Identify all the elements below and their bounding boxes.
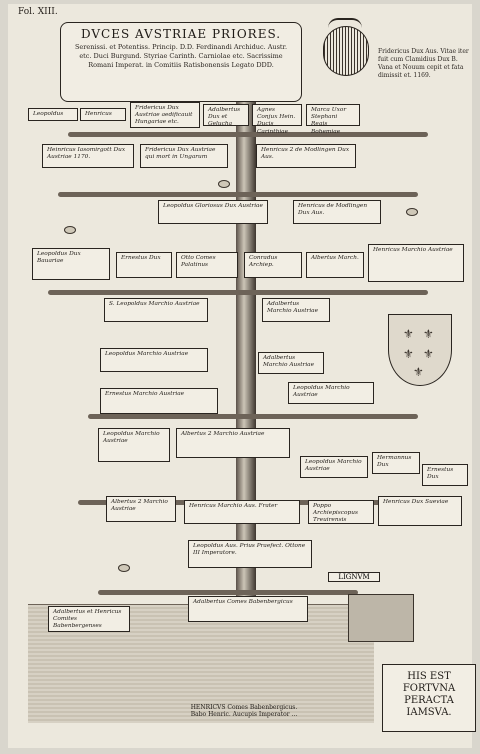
genealogy-card: Agnes Conjux Hein. Ducis Carinthiae	[252, 104, 302, 135]
lignum-label: LIGNVM	[328, 572, 380, 582]
genealogy-card: Leopoldus Marchio Austriae	[288, 382, 374, 404]
genealogy-card: Henricus 2 de Modlingen Dux Aus.	[256, 144, 356, 168]
genealogy-card: Leopoldus	[28, 108, 78, 122]
leaf	[218, 180, 230, 188]
finis-cartouche: HIS EST FORTVNA PERACTA IAMSVA.	[382, 664, 476, 732]
genealogy-card: Adalbertus et Henricus Comites Babenberg…	[48, 606, 130, 632]
genealogy-card: Ernestus Dux	[422, 464, 468, 486]
side-note: Fridericus Dux Aus. Vitae iter fuit cum …	[378, 48, 469, 79]
genealogy-card: Henricus de Modlingen Dux Aus.	[293, 200, 381, 224]
genealogy-card: Conradus Archiep.	[244, 252, 302, 278]
austria-crest-icon	[323, 26, 369, 76]
leaf	[406, 208, 418, 216]
genealogy-card: Otto Comes Palatinus	[176, 252, 238, 278]
genealogy-card: Ernestus Marchio Austriae	[100, 388, 218, 414]
engraving-sheet: Fol. XIII. DVCES AVSTRIAE PRIORES. Seren…	[8, 4, 476, 748]
branch	[58, 192, 418, 197]
genealogy-card: Fridericus Dux Austriae qui mort in Unga…	[140, 144, 228, 168]
leaf	[118, 564, 130, 572]
fleur-de-lis-shield-icon: ⚜ ⚜ ⚜ ⚜ ⚜	[388, 314, 452, 386]
genealogy-card: Adalbertus Marchio Austriae	[262, 298, 330, 322]
finis-line: FORTVNA	[402, 683, 456, 694]
finis-line: PERACTA	[404, 695, 454, 706]
subtitle: Serenissi. et Potentiss. Princip. D.D. F…	[74, 43, 288, 69]
genealogy-card: Hermannus Dux	[372, 452, 420, 474]
genealogy-card: Leopoldus Dux Bauariae	[32, 248, 110, 280]
genealogy-card: Henricus Dux Sueviae	[378, 496, 462, 526]
finis-line: IAMSVA.	[406, 707, 452, 718]
genealogy-card: Leopoldus Marchio Austriae	[300, 456, 368, 478]
genealogy-card: Fridericus Dux Austriae aedificauit Hung…	[130, 102, 200, 128]
genealogy-card: Leopoldus Marchio Austriae	[98, 428, 170, 462]
leaf	[64, 226, 76, 234]
finis-line: HIS EST	[407, 671, 451, 682]
branch	[48, 290, 428, 295]
branch	[68, 132, 428, 137]
branch	[88, 414, 418, 419]
genealogy-card: Marca Uxor Stephani Regis Bohemiae	[306, 104, 360, 135]
title: DVCES AVSTRIAE PRIORES.	[80, 27, 282, 41]
genealogy-card: Albertus 2 Marchio Austriae	[176, 428, 290, 458]
title-banner: DVCES AVSTRIAE PRIORES. Serenissi. et Po…	[60, 22, 302, 102]
genealogy-card: Leopoldus Gloriosus Dux Austriae	[158, 200, 268, 224]
castle-icon	[348, 594, 414, 642]
trunk-base-label: HENRICVS Comes Babenbergicus. Babo Henri…	[190, 704, 298, 718]
genealogy-card: S. Leopoldus Marchio Austriae	[104, 298, 208, 322]
genealogy-card: Albertus 2 Marchio Austriae	[106, 496, 176, 522]
genealogy-card: Heinricus Iasomirgott Dux Austriae 1170.	[42, 144, 134, 168]
genealogy-card: Henricus Marchio Austriae	[368, 244, 464, 282]
genealogy-card: Poppo Archiepiscopus Treuirensis	[308, 500, 374, 524]
genealogy-card: Henricus	[80, 108, 126, 122]
genealogy-card: Leopoldus Aus. Prius Praefect. Ottone II…	[188, 540, 312, 568]
branch	[98, 590, 358, 595]
genealogy-card: Henricus Marchio Aus. Frater	[184, 500, 300, 524]
genealogy-card: Adalbertus Dux et Gelucha	[203, 104, 249, 127]
folio-label: Fol. XIII.	[18, 7, 58, 17]
genealogy-card: Albertus March.	[306, 252, 364, 278]
crown-icon	[328, 18, 362, 32]
genealogy-card: Adalbertus Comes Babenbergicus	[188, 596, 308, 622]
genealogy-card: Adalbertus Marchio Austriae	[258, 352, 324, 374]
genealogy-card: Leopoldus Marchio Austriae	[100, 348, 208, 372]
genealogy-card: Ernestus Dux	[116, 252, 172, 278]
